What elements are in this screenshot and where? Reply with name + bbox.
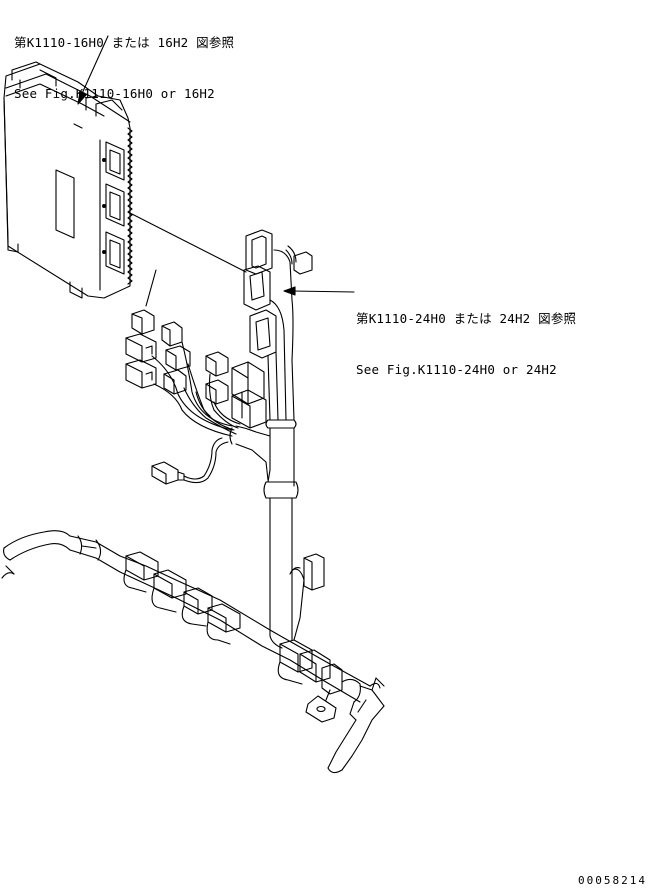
upper-connector-stack — [244, 230, 312, 420]
controller-unit — [4, 62, 132, 298]
main-harness-lower — [2, 531, 384, 773]
callout-right-en: See Fig.K1110-24H0 or 24H2 — [356, 362, 557, 377]
callout-right-jp: 第K1110-24H0 または 24H2 図参照 — [356, 311, 577, 326]
relay-connector-cluster — [126, 310, 266, 436]
pigtail-connector — [152, 438, 228, 484]
callout-top-jp: 第K1110-16H0 または 16H2 図参照 — [14, 35, 235, 50]
callout-top: 第K1110-16H0 または 16H2 図参照 See Fig.K1110-1… — [14, 0, 234, 119]
harness-trunk — [230, 420, 324, 648]
drawing-number: 00058214 — [578, 874, 647, 887]
leader-lines — [78, 36, 354, 306]
callout-right: 第K1110-24H0 または 24H2 図参照 See Fig.K1110-2… — [356, 276, 576, 395]
callout-top-en: See Fig.K1110-16H0 or 16H2 — [14, 86, 215, 101]
